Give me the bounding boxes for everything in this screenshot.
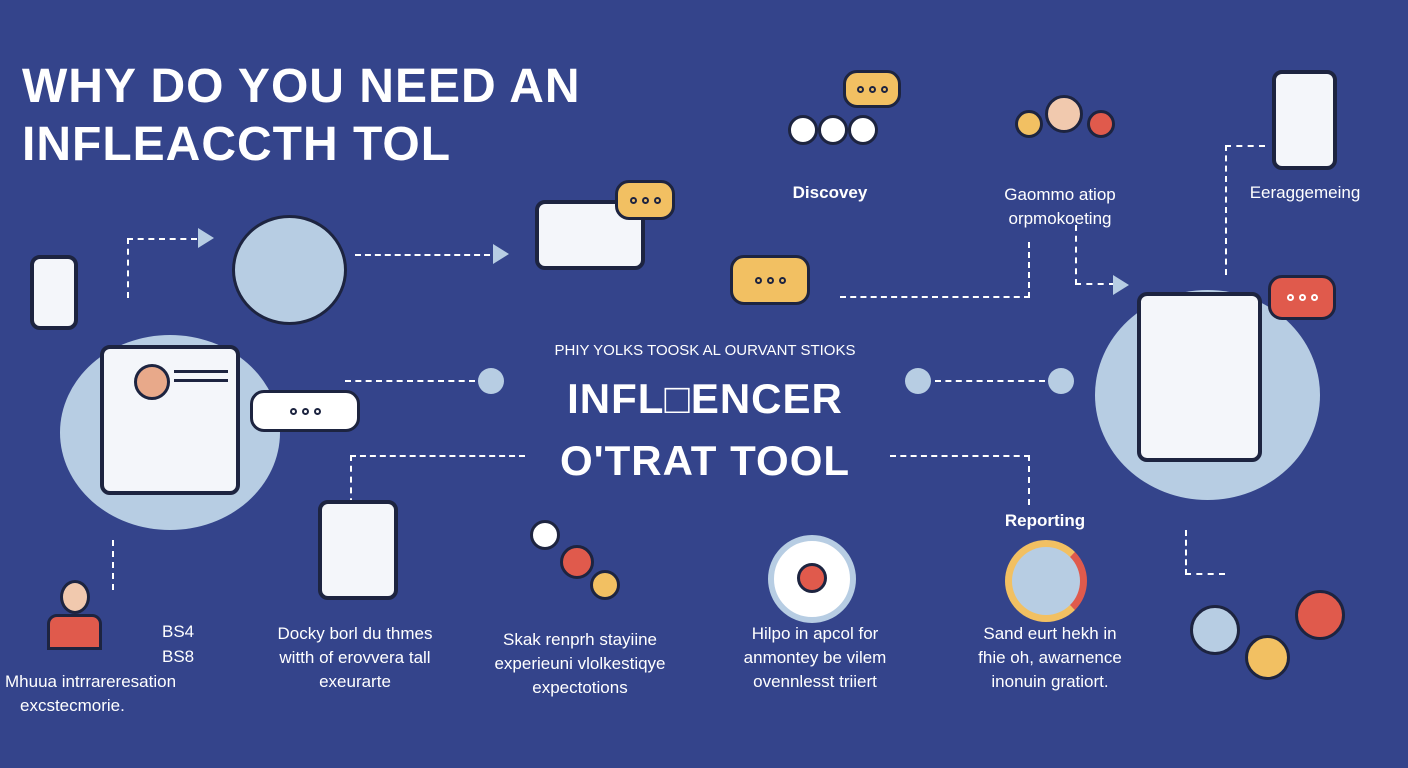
node-dot <box>1048 368 1074 394</box>
arrow-icon <box>198 228 214 248</box>
connector <box>112 540 114 590</box>
connector <box>840 242 1030 298</box>
lightbulb-timer-icon <box>768 535 856 623</box>
connector <box>350 455 525 515</box>
col3-description: Skak renprh stayiine experieuni vlolkest… <box>494 630 666 697</box>
connector <box>355 254 490 256</box>
engagement-label: Eeraggemeing <box>1249 183 1361 202</box>
discovery-icon <box>778 70 901 170</box>
management-icon <box>1005 65 1125 160</box>
center-subtitle: PHIY YOLKS TOOSK AL OURVANT STIOKS <box>554 342 856 359</box>
discovery-label: Discovey <box>792 183 868 202</box>
connector <box>345 380 475 382</box>
bullet-2: BS8 <box>162 647 195 666</box>
cycle-people-icon <box>525 515 625 605</box>
center-title: INFL□ENCER O'TRAT TOOL <box>559 375 851 484</box>
engagement-tablet-icon <box>1272 70 1337 170</box>
connector <box>127 238 197 298</box>
person-laptop-icon <box>45 580 115 655</box>
chat-bubble-icon <box>615 180 675 220</box>
connector <box>1185 530 1225 575</box>
reporting-icon <box>1005 540 1087 622</box>
management-label: Gaommo atiop orpmokoeting <box>1004 185 1116 228</box>
reporting-label: Reporting <box>1004 511 1086 530</box>
bullet-1: BS4 <box>162 622 195 641</box>
page-title: WHY DO YOU NEED AN INFLEACCTH TOL <box>22 60 581 171</box>
analytics-tablet-icon <box>1137 292 1262 462</box>
arrow-icon <box>493 244 509 264</box>
phone-chart-icon <box>30 255 78 330</box>
document-hand-icon <box>318 500 398 600</box>
connector <box>1225 145 1265 275</box>
reporting-description: Sand eurt hekh in fhie oh, awarnence ino… <box>978 624 1122 691</box>
avatar-icon <box>134 364 170 400</box>
node-dot <box>478 368 504 394</box>
arrow-icon <box>1113 275 1129 295</box>
col4-description: Hilpo in apcol for anmontey be vilem ove… <box>743 624 887 691</box>
connector <box>1075 225 1115 285</box>
node-dot <box>905 368 931 394</box>
chat-bubble-icon <box>250 390 360 432</box>
col2-description: Docky borl du thmes witth of erovvera ta… <box>277 624 433 691</box>
chat-bubble-icon <box>730 255 810 305</box>
connector <box>935 380 1045 382</box>
profile-tablet-icon <box>100 345 240 495</box>
connector <box>890 455 1030 505</box>
gears-icon <box>1190 590 1350 690</box>
chat-bubble-icon <box>1268 275 1336 320</box>
left-description: Mhuua intrrareresation excstecmorie. <box>5 672 177 715</box>
collaboration-icon <box>232 215 347 325</box>
